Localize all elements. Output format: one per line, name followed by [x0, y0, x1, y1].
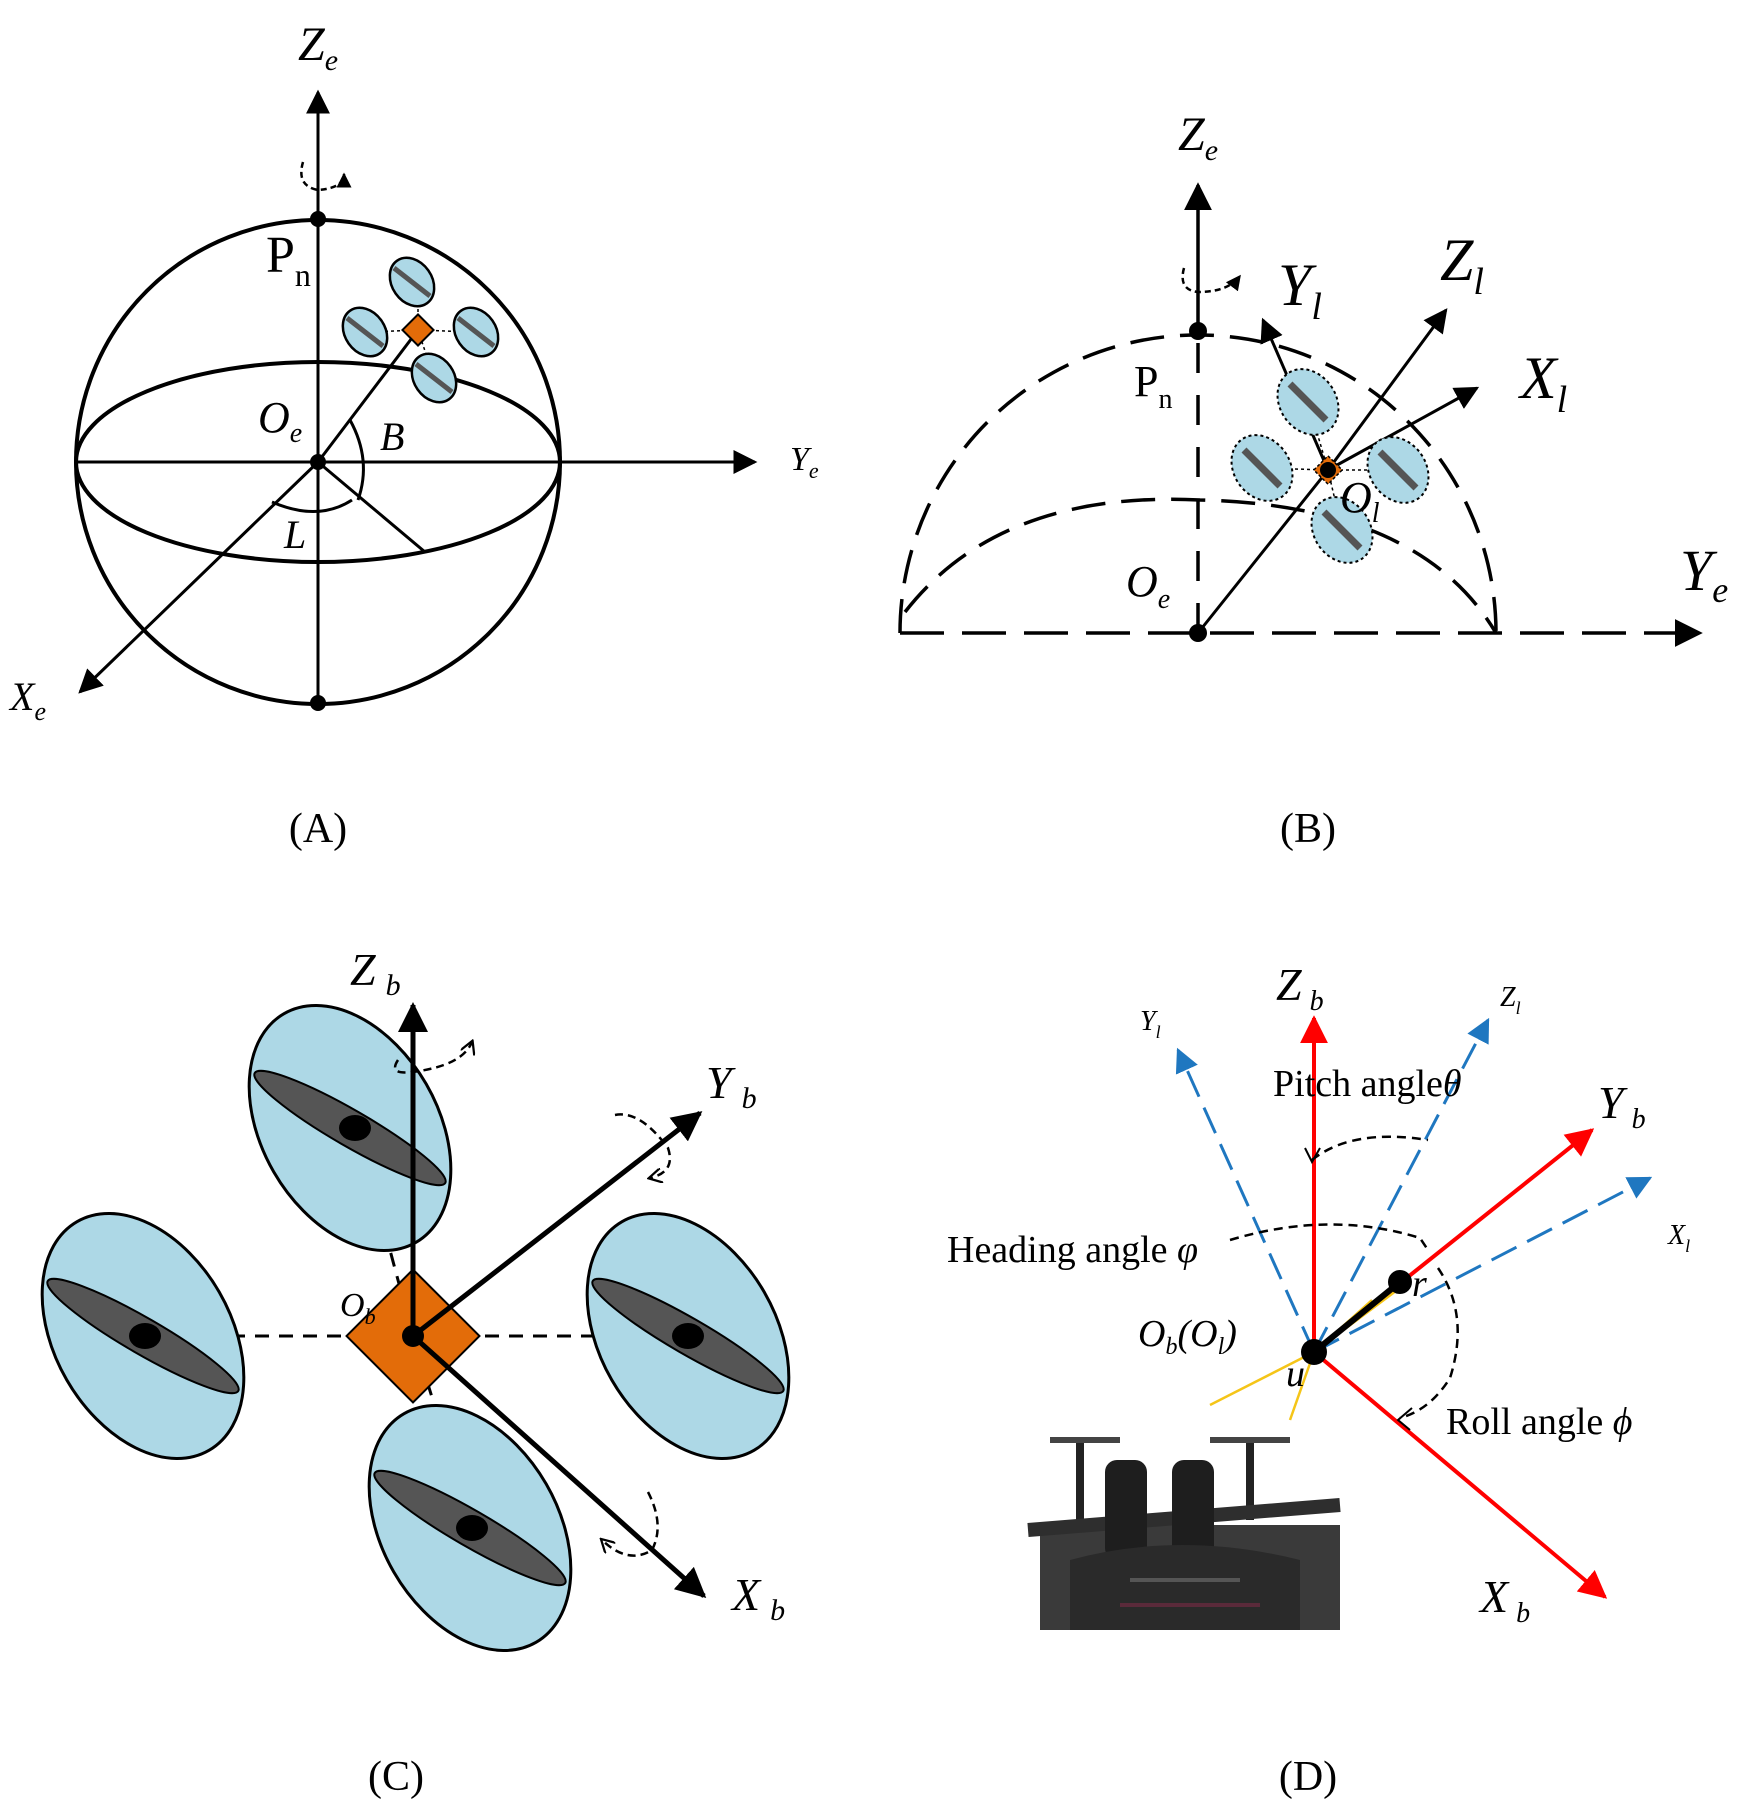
- label-ze-a: Ze: [298, 18, 338, 77]
- label-r: r: [1412, 1263, 1427, 1305]
- x-axis-c: [411, 1334, 707, 1598]
- label-zl-d: Zl: [1500, 982, 1521, 1018]
- origin-dot-d: [1301, 1339, 1327, 1365]
- latitude-arc: [348, 419, 365, 501]
- origin-dot-b: [1189, 624, 1207, 642]
- drone-photo: [1027, 1425, 1341, 1630]
- roll-arc: [1399, 1267, 1459, 1420]
- position-vector-b: [1196, 469, 1330, 634]
- rotation-arc-c-z: [393, 1042, 472, 1074]
- pitch-arc: [1311, 1135, 1429, 1161]
- label-u: u: [1286, 1353, 1305, 1395]
- label-yl-d: Yl: [1140, 1006, 1161, 1042]
- north-pole-dot-b: [1189, 322, 1207, 340]
- propeller-top: [247, 1004, 453, 1252]
- label-xl-b: Xl: [1518, 345, 1567, 421]
- origin-dot-c: [402, 1325, 424, 1347]
- label-ze-b: Ze: [1178, 108, 1218, 167]
- label-ye-b: Ye: [1680, 538, 1728, 610]
- caption-a: (A): [289, 806, 347, 852]
- north-pole-dot: [310, 211, 326, 227]
- local-z-axis-d: [1312, 1017, 1490, 1353]
- pitch-arc-tick: [1304, 1147, 1321, 1165]
- propeller-right: [585, 1212, 791, 1460]
- dot-r: [1388, 1270, 1412, 1294]
- caption-c: (C): [368, 1754, 424, 1800]
- longitude-arc: [271, 498, 353, 513]
- rotation-arc-c-y: [614, 1113, 672, 1178]
- label-origin-d: Ob(Ol): [1138, 1313, 1237, 1360]
- panel-b-local-frame: Ze Ye Pn Oe Yl Zl Xl Ol (B): [898, 108, 1728, 852]
- label-heading-angle: Heading angle φ: [947, 1229, 1198, 1271]
- panel-a-earth-frame: Ze Ye Xe Pn Oe B L (A): [8, 18, 819, 852]
- rotation-arc-c-x: [602, 1491, 659, 1557]
- label-ye-a: Ye: [790, 441, 819, 483]
- meridian-line: [317, 460, 426, 554]
- position-vector: [316, 329, 420, 463]
- origin-dot-a: [310, 454, 326, 470]
- propeller-left: [40, 1212, 246, 1460]
- y-axis-c: [411, 1111, 703, 1338]
- label-roll-angle: Roll angle ϕ: [1446, 1401, 1632, 1443]
- label-ol-b: Ol: [1340, 473, 1380, 529]
- rotation-arc-a: [300, 161, 352, 192]
- local-y-axis-d: [1175, 1047, 1316, 1353]
- label-xe-a: Xe: [8, 674, 46, 726]
- label-latitude-b: B: [380, 414, 404, 459]
- label-ob-c: Ob: [340, 1287, 376, 1329]
- rotation-arc-b: [1181, 267, 1241, 294]
- local-x-axis: [1327, 386, 1480, 472]
- local-x-axis-d: [1313, 1176, 1653, 1354]
- label-pn-b: Pn: [1134, 357, 1172, 415]
- drone-mini-a: [341, 256, 500, 404]
- label-pitch-angle: Pitch angleθ: [1273, 1063, 1462, 1105]
- x-axis-a: [78, 460, 320, 694]
- arm-r: [1312, 1279, 1402, 1355]
- caption-b: (B): [1280, 806, 1336, 852]
- equator-half-ellipse: [903, 497, 1498, 634]
- label-oe-b: Oe: [1126, 557, 1170, 615]
- local-z-axis: [1326, 308, 1448, 471]
- label-longitude-l: L: [283, 512, 306, 557]
- label-oe-a: Oe: [258, 393, 302, 449]
- drone-mini-b: [1230, 368, 1430, 564]
- propeller-bottom: [367, 1404, 573, 1652]
- heading-arc: [1229, 1223, 1430, 1251]
- south-pole-dot: [310, 695, 326, 711]
- roll-arc-tick: [1396, 1407, 1413, 1431]
- label-zl-b: Zl: [1440, 227, 1484, 303]
- label-pn-a: Pn: [266, 227, 311, 293]
- caption-d: (D): [1279, 1754, 1337, 1800]
- label-yl-b: Yl: [1278, 252, 1322, 328]
- body-x-axis-d: [1312, 1350, 1608, 1599]
- label-xl-d: Xl: [1667, 1220, 1690, 1256]
